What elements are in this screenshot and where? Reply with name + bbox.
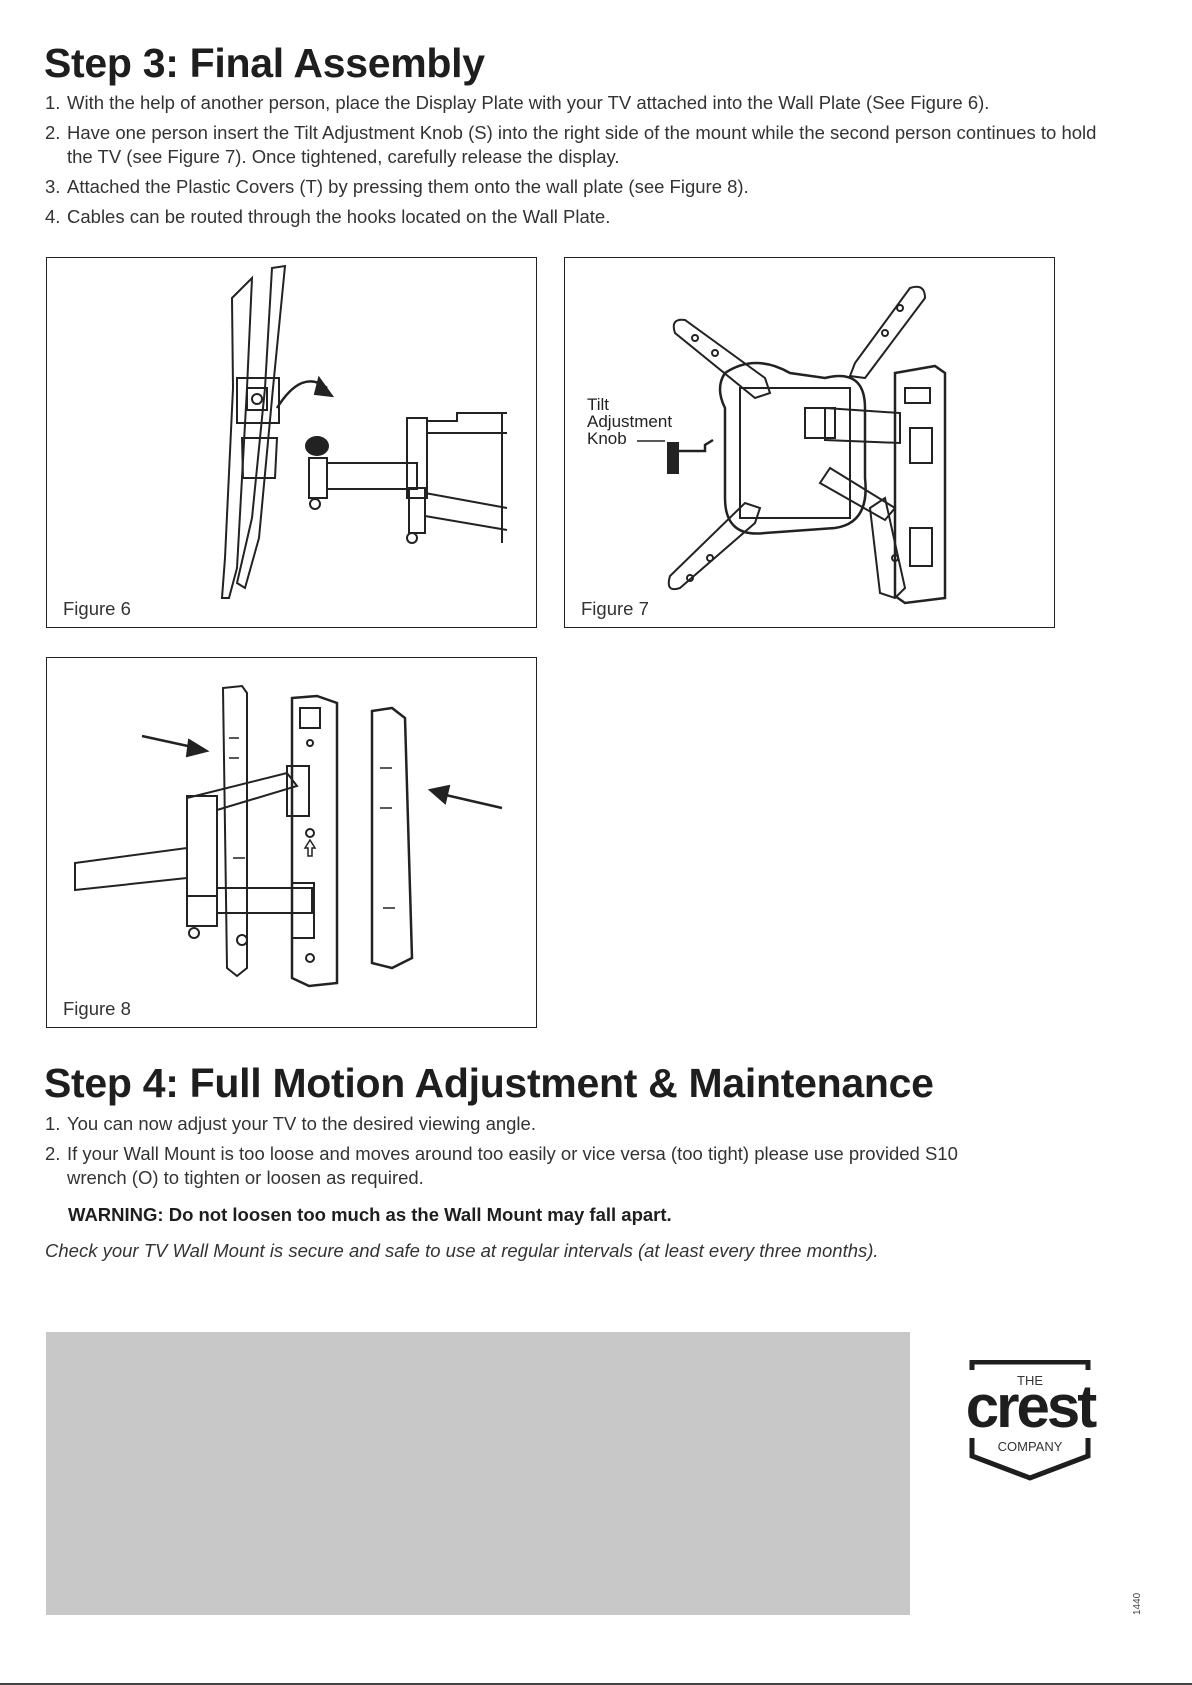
figure-7: Tilt Adjustment Knob Figure 7 — [564, 257, 1055, 628]
figure-7-illustration — [637, 285, 947, 605]
figure-8-caption: Figure 8 — [63, 998, 131, 1019]
list-item: 1.With the help of another person, place… — [45, 92, 990, 113]
figure-6-illustration — [220, 264, 508, 599]
step4-list: 1.You can now adjust your TV to the desi… — [45, 1112, 975, 1196]
tilt-knob-callout: Tilt Adjustment Knob — [587, 395, 673, 448]
figure-8-illustration — [74, 684, 503, 988]
logo-top-text: THE — [1017, 1373, 1043, 1388]
step3-heading: Step 3: Final Assembly — [44, 40, 485, 86]
crest-company-logo: THE crest COMPANY — [955, 1359, 1105, 1482]
logo-main-text: crest — [965, 1373, 1097, 1440]
list-item: 1.You can now adjust your TV to the desi… — [45, 1113, 536, 1134]
figure-6-caption: Figure 6 — [63, 598, 131, 619]
bottom-rule — [0, 1683, 1192, 1685]
step3-list: 1.With the help of another person, place… — [45, 91, 1115, 235]
list-item: 2.If your Wall Mount is too loose and mo… — [45, 1143, 958, 1188]
step4-heading: Step 4: Full Motion Adjustment & Mainten… — [44, 1060, 934, 1106]
list-item: 4.Cables can be routed through the hooks… — [45, 206, 611, 227]
logo-bottom-text: COMPANY — [997, 1439, 1063, 1454]
figure-7-caption: Figure 7 — [581, 598, 649, 619]
crest-shield-icon — [969, 1359, 1091, 1481]
page-code: 1440 — [1132, 1592, 1143, 1615]
list-item: 3.Attached the Plastic Covers (T) by pre… — [45, 176, 749, 197]
gray-panel — [46, 1332, 910, 1615]
maintenance-note: Check your TV Wall Mount is secure and s… — [45, 1240, 879, 1261]
figure-6: Figure 6 — [46, 257, 537, 628]
list-item: 2.Have one person insert the Tilt Adjust… — [45, 122, 1097, 167]
figure-8: Figure 8 — [46, 657, 537, 1028]
warning-text: WARNING: Do not loosen too much as the W… — [68, 1204, 672, 1225]
